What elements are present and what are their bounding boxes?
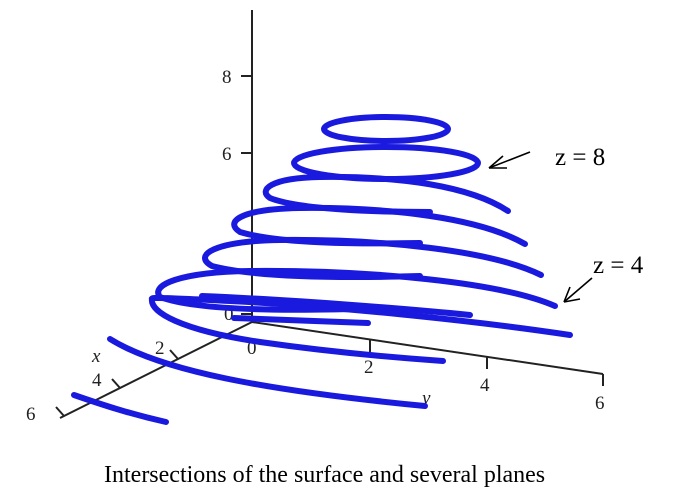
level-curve-9 xyxy=(71,392,169,425)
y-tick-label-4: 4 xyxy=(480,375,490,396)
y-axis-label: y xyxy=(420,388,431,409)
arrow-shaft-lower xyxy=(563,277,593,303)
annotation-upper: z = 8 xyxy=(488,144,605,171)
x-tick-label-6: 6 xyxy=(26,404,36,425)
annotation-z4: z = 4 xyxy=(593,252,644,279)
level-curve-5 xyxy=(202,236,544,280)
z-tick-label-8: 8 xyxy=(222,67,232,88)
arrow-head-lower xyxy=(563,286,581,303)
y-axis-line xyxy=(251,321,604,375)
x-tick-4 xyxy=(111,378,121,389)
y-tick-label-6: 6 xyxy=(595,393,605,414)
arrow-shaft-upper xyxy=(488,151,531,169)
z-tick-label-6: 6 xyxy=(222,144,232,165)
x-tick-2 xyxy=(169,349,179,360)
level-curve-6 xyxy=(155,267,558,313)
x-tick-6 xyxy=(55,406,65,417)
level-curve-6b xyxy=(199,293,473,318)
annotation-lower: z = 4 xyxy=(563,252,644,303)
level-curve-8 xyxy=(107,336,428,409)
level-curve-top xyxy=(321,114,451,144)
figure-caption: Intersections of the surface and several… xyxy=(104,462,545,488)
level-curves xyxy=(71,114,573,425)
y-tick-label-2: 2 xyxy=(364,357,374,378)
z-tick-label-0: 0 xyxy=(224,304,234,325)
level-curve-7b xyxy=(231,315,371,326)
arrow-head-upper xyxy=(488,155,507,169)
x-tick-label-2: 2 xyxy=(155,338,165,359)
x-axis-label: x xyxy=(91,346,101,367)
x-tick-label-4: 4 xyxy=(92,370,102,391)
level-curve-7 xyxy=(148,294,573,364)
annotation-z8: z = 8 xyxy=(555,144,605,171)
y-tick-label-0: 0 xyxy=(247,338,257,359)
